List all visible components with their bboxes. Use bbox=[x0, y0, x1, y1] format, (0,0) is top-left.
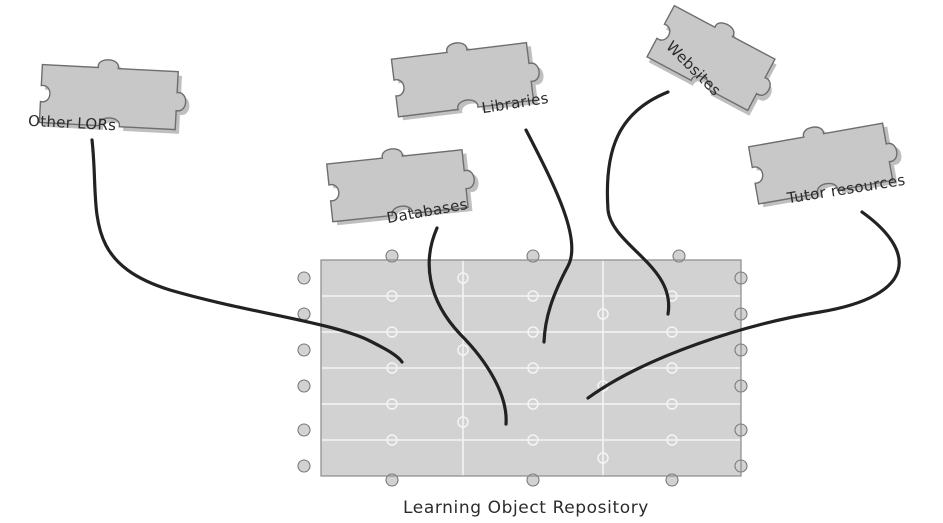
repository-left-tabs bbox=[297, 271, 311, 473]
repository-label: Learning Object Repository bbox=[403, 498, 649, 518]
connector-lines bbox=[90, 90, 901, 426]
connector-tutor-resources bbox=[586, 210, 901, 400]
label-other-lors: Other LORs bbox=[28, 112, 117, 135]
repository-bottom-tabs bbox=[385, 473, 679, 487]
repository-grid-lines bbox=[321, 260, 741, 476]
puzzle-piece-libraries bbox=[390, 41, 544, 121]
repository-top-tabs bbox=[385, 249, 686, 263]
connector-other-lors bbox=[90, 138, 404, 364]
puzzle-piece-tutor-resources bbox=[747, 122, 902, 208]
puzzle-piece-websites bbox=[646, 4, 777, 116]
puzzle-piece-other-lors bbox=[38, 59, 190, 134]
connector-databases bbox=[427, 226, 508, 426]
connector-websites bbox=[605, 90, 671, 316]
puzzle-piece-databases bbox=[325, 148, 479, 226]
connector-libraries bbox=[524, 128, 574, 344]
repository-puzzle-grid bbox=[297, 249, 748, 487]
